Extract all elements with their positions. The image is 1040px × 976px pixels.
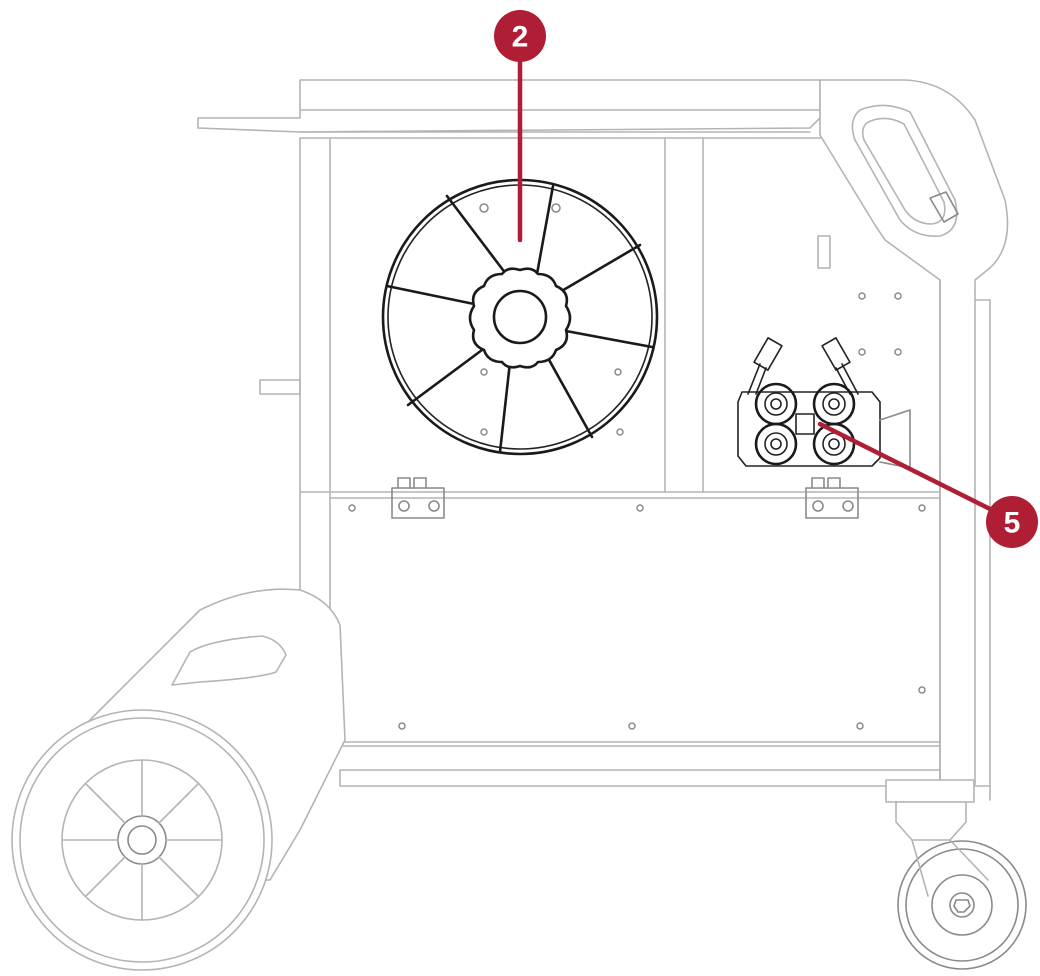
tension-arm-left[interactable]	[747, 337, 783, 395]
wire-feeder	[737, 337, 911, 469]
callout-2: 2	[494, 10, 546, 243]
handle-frame	[819, 79, 1009, 801]
tension-arm-right[interactable]	[821, 337, 859, 395]
rear-wheel	[11, 709, 273, 971]
panel-screws	[310, 203, 926, 730]
callout-2-label: 2	[512, 21, 529, 54]
callout-5-label: 5	[1004, 507, 1021, 540]
hinge-left	[391, 477, 445, 519]
wire-feed-rolls[interactable]	[754, 382, 856, 466]
front-caster	[885, 779, 1027, 970]
callout-5: 5	[817, 421, 1038, 548]
top-shelf	[197, 79, 849, 133]
wire-spool	[381, 178, 659, 456]
hinge-right	[805, 477, 859, 519]
